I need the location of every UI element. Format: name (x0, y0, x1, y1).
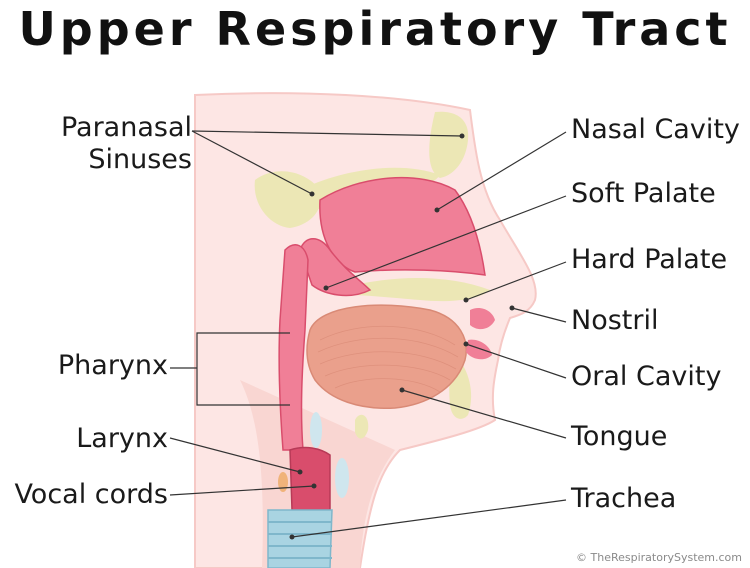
paranasal-sinus-frontal (429, 111, 469, 178)
label-tongue: Tongue (571, 421, 668, 452)
soft-palate (299, 238, 372, 297)
label-paranasal-sinuses: Paranasal Sinuses (20, 112, 192, 176)
label-paranasal-line2: Sinuses (88, 144, 192, 175)
leader-larynx (169, 437, 301, 473)
leader-dots (289, 133, 515, 540)
label-oral-cavity: Oral Cavity (571, 361, 722, 392)
copyright-notice: © TheRespiratorySystem.com (576, 551, 742, 564)
paranasal-sinus-sphenoid (254, 171, 321, 228)
leader-pharynx-bracket (196, 332, 290, 406)
leader-nostril (511, 307, 567, 323)
leader-oral-cavity (465, 343, 567, 379)
pharynx-tube (278, 244, 309, 451)
leader-paranasal-2 (191, 130, 313, 195)
larynx (289, 446, 331, 511)
label-larynx: Larynx (76, 423, 168, 454)
leader-soft-palate (325, 195, 567, 289)
leader-trachea (291, 499, 567, 538)
label-pharynx: Pharynx (57, 350, 168, 381)
trachea (267, 509, 333, 568)
leader-nasal-cavity (436, 131, 567, 211)
hard-palate-bone (355, 278, 490, 302)
upper-lip (470, 308, 495, 330)
diagram-title: Upper Respiratory Tract (18, 2, 732, 56)
tracheal-rings (268, 521, 332, 559)
label-nostril: Nostril (571, 305, 659, 336)
leader-hard-palate (465, 261, 567, 301)
label-trachea: Trachea (571, 483, 677, 514)
label-nasal-cavity: Nasal Cavity (571, 114, 740, 145)
label-paranasal-line1: Paranasal (60, 112, 192, 143)
thyroid-cartilage (335, 458, 349, 498)
epiglottis (355, 414, 369, 439)
leader-tongue (401, 389, 567, 439)
label-hard-palate: Hard Palate (571, 244, 728, 275)
leader-lines (169, 130, 567, 538)
lower-lip (466, 339, 492, 360)
label-vocal-cords: Vocal cords (14, 479, 168, 510)
leader-paranasal-1 (191, 130, 463, 137)
cricoid-cartilage (310, 412, 322, 448)
label-soft-palate: Soft Palate (571, 178, 716, 209)
tongue (306, 304, 467, 409)
arytenoid-cartilage (278, 472, 288, 492)
leader-vocal-cords (169, 485, 315, 496)
tongue-muscle-lines (317, 325, 459, 393)
